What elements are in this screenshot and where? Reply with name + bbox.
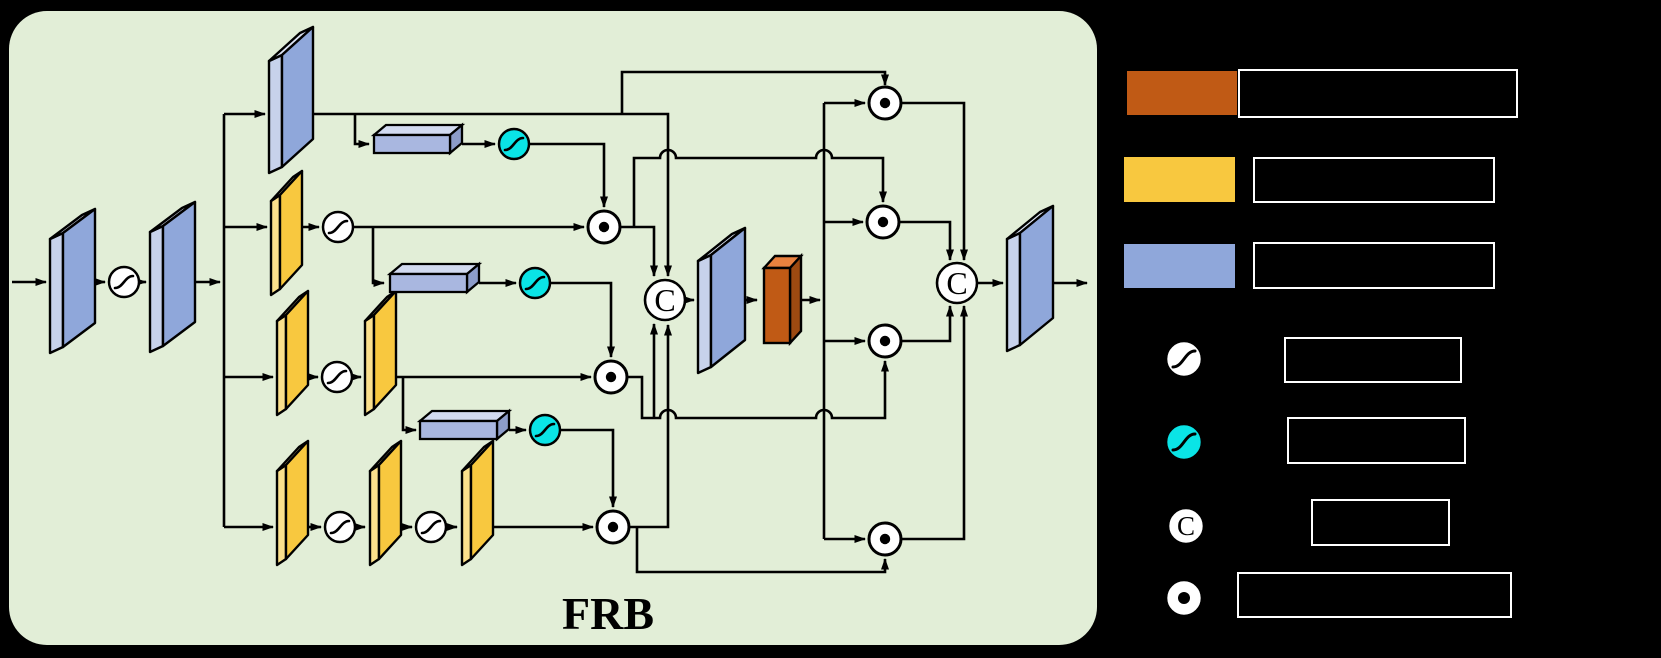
blue-conv-block bbox=[148, 200, 197, 354]
yellow-conv-block bbox=[368, 439, 403, 567]
orange-conv-block bbox=[761, 252, 804, 347]
elementwise-multiply-icon bbox=[595, 509, 631, 545]
box-top-face bbox=[370, 123, 466, 137]
blue-conv-block bbox=[48, 207, 97, 355]
edge-branch1-to-concat bbox=[313, 112, 672, 277]
block-side-face bbox=[148, 224, 165, 354]
edge-mult4-to-concat bbox=[629, 324, 672, 529]
block-front-face bbox=[284, 439, 310, 561]
block-side-face bbox=[269, 193, 282, 297]
block-right-face bbox=[788, 252, 803, 347]
edge-cyan1-to-mult2 bbox=[529, 142, 608, 208]
block-side-face bbox=[460, 463, 473, 567]
block-front-face bbox=[709, 226, 747, 369]
elementwise-multiply-icon bbox=[586, 209, 622, 245]
concat-symbol: C bbox=[654, 282, 675, 318]
yellow-conv-block bbox=[269, 169, 304, 297]
blue-conv-block bbox=[267, 25, 315, 175]
edge-branch3-bypass bbox=[627, 360, 889, 420]
block-front-face bbox=[377, 439, 403, 561]
edge-cyan2-to-mult3 bbox=[551, 281, 615, 358]
sigmoid-white-icon bbox=[107, 265, 141, 299]
sigmoid-cyan-icon bbox=[528, 413, 562, 447]
block-side-face bbox=[696, 253, 713, 375]
elementwise-multiply-icon bbox=[867, 85, 903, 121]
sigmoid-white-icon bbox=[323, 510, 357, 544]
edge-cyan3-to-mult4 bbox=[560, 428, 617, 508]
sigmoid-cyan-icon bbox=[497, 127, 531, 161]
sigmoid-cyan-icon bbox=[518, 266, 552, 300]
diagram-edges bbox=[12, 70, 1088, 574]
concat-symbol: C bbox=[946, 265, 967, 301]
sigmoid-white-icon bbox=[320, 360, 354, 394]
elementwise-multiply-icon bbox=[593, 359, 629, 395]
box-front-face bbox=[388, 272, 469, 294]
pooling-box bbox=[386, 261, 483, 295]
box-front-face bbox=[418, 419, 499, 441]
block-front-face bbox=[278, 169, 304, 291]
box-top-face bbox=[416, 409, 513, 423]
block-front-face bbox=[61, 207, 97, 349]
sigmoid-white-icon bbox=[321, 210, 355, 244]
yellow-conv-block bbox=[275, 439, 310, 567]
edge-split-to-box2 bbox=[371, 227, 385, 287]
block-side-face bbox=[275, 463, 288, 567]
edge-multR1-to-concat2 bbox=[901, 101, 968, 261]
pooling-box bbox=[370, 122, 466, 156]
concat-icon: C bbox=[643, 278, 687, 322]
edge-multR2-to-concat2 bbox=[899, 220, 954, 261]
block-side-face bbox=[368, 463, 381, 567]
block-front-face bbox=[1018, 204, 1055, 347]
sigmoid-white-icon bbox=[414, 510, 448, 544]
yellow-conv-block bbox=[363, 289, 398, 417]
frb-title: FRB bbox=[562, 588, 654, 639]
edge-branch1-bypass bbox=[620, 70, 889, 114]
block-side-face bbox=[1005, 231, 1022, 353]
blue-conv-block bbox=[696, 226, 747, 375]
edge-split-to-box1 bbox=[353, 114, 370, 148]
edge-split-to-box3 bbox=[401, 377, 417, 434]
box-top-face bbox=[386, 262, 483, 276]
block-front-face bbox=[372, 289, 398, 411]
pooling-box bbox=[416, 408, 513, 442]
edge-multR4-to-concat2 bbox=[901, 305, 968, 541]
block-side-face bbox=[267, 53, 284, 175]
edge-branch2-bypass bbox=[632, 148, 887, 227]
concat-icon: C bbox=[935, 261, 979, 305]
block-front-face bbox=[762, 266, 792, 345]
block-side-face bbox=[275, 313, 288, 417]
block-front-face bbox=[161, 200, 197, 348]
elementwise-multiply-icon bbox=[867, 521, 903, 557]
block-side-face bbox=[363, 313, 376, 417]
blue-conv-block bbox=[1005, 204, 1055, 353]
block-front-face bbox=[284, 289, 310, 411]
block-front-face bbox=[469, 439, 495, 561]
box-front-face bbox=[372, 133, 452, 155]
edge-multR3-to-concat2 bbox=[901, 305, 954, 343]
edge-mult2-to-concat bbox=[620, 225, 658, 277]
yellow-conv-block bbox=[275, 289, 310, 417]
block-front-face bbox=[280, 25, 315, 169]
block-side-face bbox=[48, 231, 65, 355]
yellow-conv-block bbox=[460, 439, 495, 567]
elementwise-multiply-icon bbox=[867, 323, 903, 359]
elementwise-multiply-icon bbox=[865, 204, 901, 240]
edge-branch4-bypass bbox=[635, 527, 889, 574]
